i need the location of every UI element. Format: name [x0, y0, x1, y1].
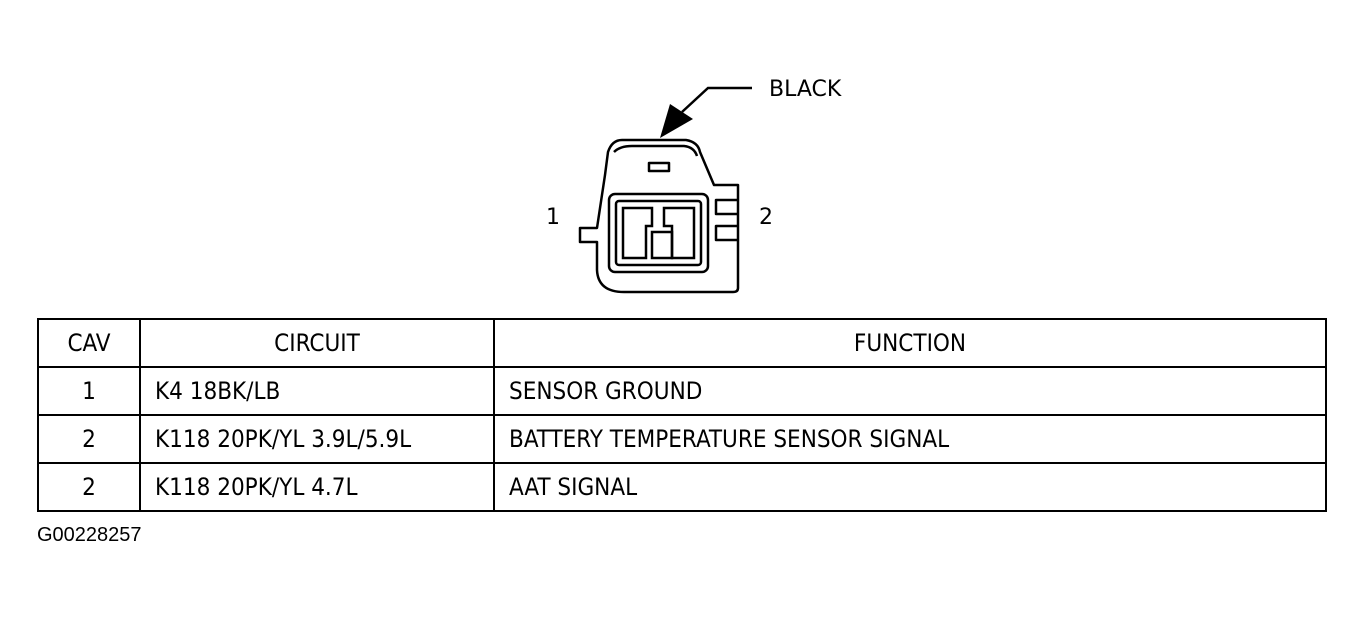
function-cell: SENSOR GROUND: [493, 366, 1327, 416]
table-row: 1 K4 18BK/LB SENSOR GROUND: [37, 366, 1327, 416]
table-row: 2 K118 20PK/YL 3.9L/5.9L BATTERY TEMPERA…: [37, 414, 1327, 464]
function-cell: BATTERY TEMPERATURE SENSOR SIGNAL: [493, 414, 1327, 464]
connector-color-label: BLACK: [769, 77, 842, 102]
circuit-cell: K4 18BK/LB: [139, 366, 495, 416]
circuit-cell: K118 20PK/YL 3.9L/5.9L: [139, 414, 495, 464]
header-function: FUNCTION: [493, 318, 1327, 368]
connector-body: [578, 138, 740, 294]
color-callout-arrow: [660, 86, 752, 138]
pin-label-2: 2: [759, 205, 773, 230]
cav-cell: 2: [37, 414, 141, 464]
cav-cell: 1: [37, 366, 141, 416]
header-cav: CAV: [37, 318, 141, 368]
pinout-table: CAV CIRCUIT FUNCTION 1 K4 18BK/LB SENSOR…: [37, 318, 1327, 512]
function-cell: AAT SIGNAL: [493, 462, 1327, 512]
connector-cavity: [607, 192, 710, 274]
connector-diagram: BLACK 1 2: [546, 77, 842, 294]
header-circuit: CIRCUIT: [139, 318, 495, 368]
table-row: 2 K118 20PK/YL 4.7L AAT SIGNAL: [37, 462, 1327, 512]
table-header-row: CAV CIRCUIT FUNCTION: [37, 318, 1327, 368]
circuit-cell: K118 20PK/YL 4.7L: [139, 462, 495, 512]
pin-label-1: 1: [546, 205, 560, 230]
cav-cell: 2: [37, 462, 141, 512]
figure-id: G00228257: [37, 524, 142, 546]
